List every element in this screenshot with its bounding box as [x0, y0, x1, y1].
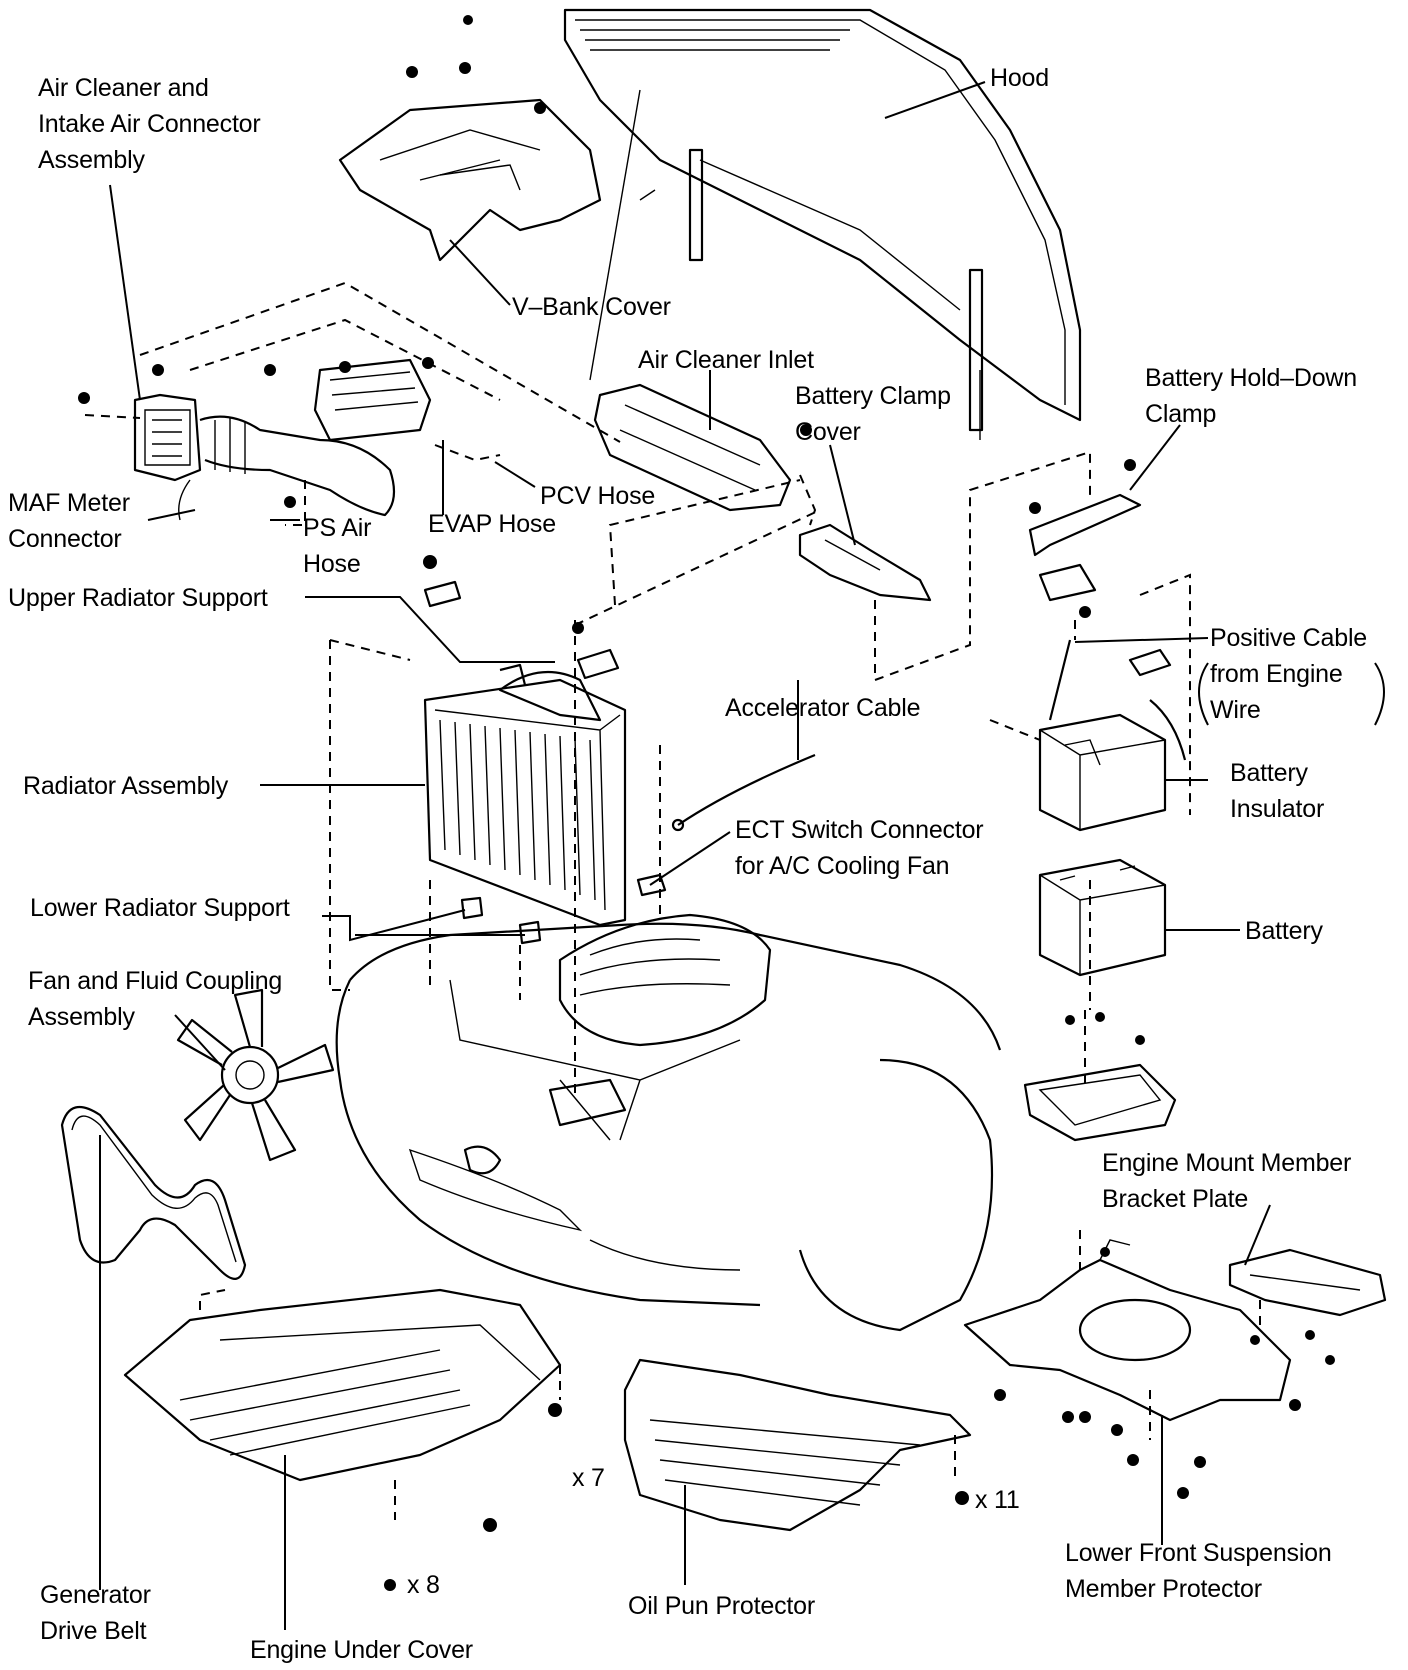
label-evap-hose: EVAP Hose	[428, 510, 556, 538]
label-generator-drive-belt: Generator Drive Belt	[40, 1581, 151, 1645]
oil-pan-protector-part	[623, 1358, 972, 1532]
suspension-protector-part	[963, 1239, 1292, 1422]
label-engine-under-cover: Engine Under Cover	[250, 1636, 473, 1664]
label-qty-x11: x 11	[975, 1486, 1020, 1514]
label-battery-clamp-cover: Battery Clamp Cover	[795, 382, 951, 446]
label-battery: Battery	[1245, 917, 1323, 945]
air-cleaner-inlet-part	[593, 383, 792, 512]
v-bank-cover-part	[338, 98, 602, 262]
ect-switch-part	[636, 873, 667, 897]
battery-clamp-cover-part	[798, 523, 932, 602]
label-air-cleaner-inlet: Air Cleaner Inlet	[638, 346, 814, 374]
label-ps-air-hose: PS Air Hose	[303, 514, 372, 578]
label-battery-hold-down-clamp: Battery Hold–Down Clamp	[1145, 364, 1357, 428]
upper-radiator-support-part	[423, 580, 620, 680]
battery-part	[1038, 858, 1167, 977]
label-engine-mount-bracket: Engine Mount Member Bracket Plate	[1102, 1149, 1352, 1213]
battery-tray-part	[1023, 1063, 1177, 1142]
label-lower-front-suspension: Lower Front Suspension Member Protector	[1065, 1539, 1332, 1603]
label-fan-fluid-coupling: Fan and Fluid Coupling Assembly	[28, 967, 283, 1031]
fasteners	[78, 15, 1335, 1591]
label-v-bank-cover: V–Bank Cover	[512, 293, 671, 321]
engine-part	[548, 913, 772, 1127]
label-radiator-assembly: Radiator Assembly	[23, 772, 229, 800]
engine-mount-bracket-part	[1228, 1248, 1387, 1317]
battery-insulator-part	[1038, 713, 1167, 832]
label-maf-meter-connector: MAF Meter Connector	[8, 489, 130, 553]
label-lower-radiator-support: Lower Radiator Support	[30, 894, 290, 922]
label-qty-x7: x 7	[572, 1464, 605, 1492]
battery-hold-down-part	[1028, 493, 1142, 602]
paren-left	[1198, 662, 1209, 726]
accelerator-cable-part	[671, 753, 816, 832]
label-hood: Hood	[990, 64, 1049, 92]
paren-right	[1374, 662, 1385, 726]
label-positive-cable: Positive Cable from Engine Wire	[1210, 624, 1368, 724]
radiator-part	[423, 663, 627, 927]
label-qty-x8: x 8	[407, 1571, 440, 1599]
hood-part	[563, 8, 1082, 440]
label-air-cleaner: Air Cleaner and Intake Air Connector Ass…	[38, 74, 261, 174]
label-battery-insulator: Battery Insulator	[1230, 759, 1325, 823]
positive-cable-part	[1048, 639, 1187, 761]
label-ect-switch-connector: ECT Switch Connector for A/C Cooling Fan	[735, 816, 984, 880]
vehicle-body	[335, 922, 1002, 1332]
assembly-lines	[84, 281, 1261, 1520]
label-pcv-hose: PCV Hose	[540, 482, 656, 510]
engine-under-cover-part	[123, 1288, 562, 1482]
fan-part	[176, 988, 335, 1162]
label-upper-radiator-support: Upper Radiator Support	[8, 584, 268, 612]
drive-belt-part	[60, 1105, 247, 1280]
label-oil-pan-protector: Oil Pun Protector	[628, 1592, 815, 1620]
leader-lines	[99, 81, 1271, 1630]
air-cleaner-part	[133, 358, 432, 521]
label-accelerator-cable: Accelerator Cable	[725, 694, 921, 722]
lower-radiator-support-part	[460, 896, 542, 945]
